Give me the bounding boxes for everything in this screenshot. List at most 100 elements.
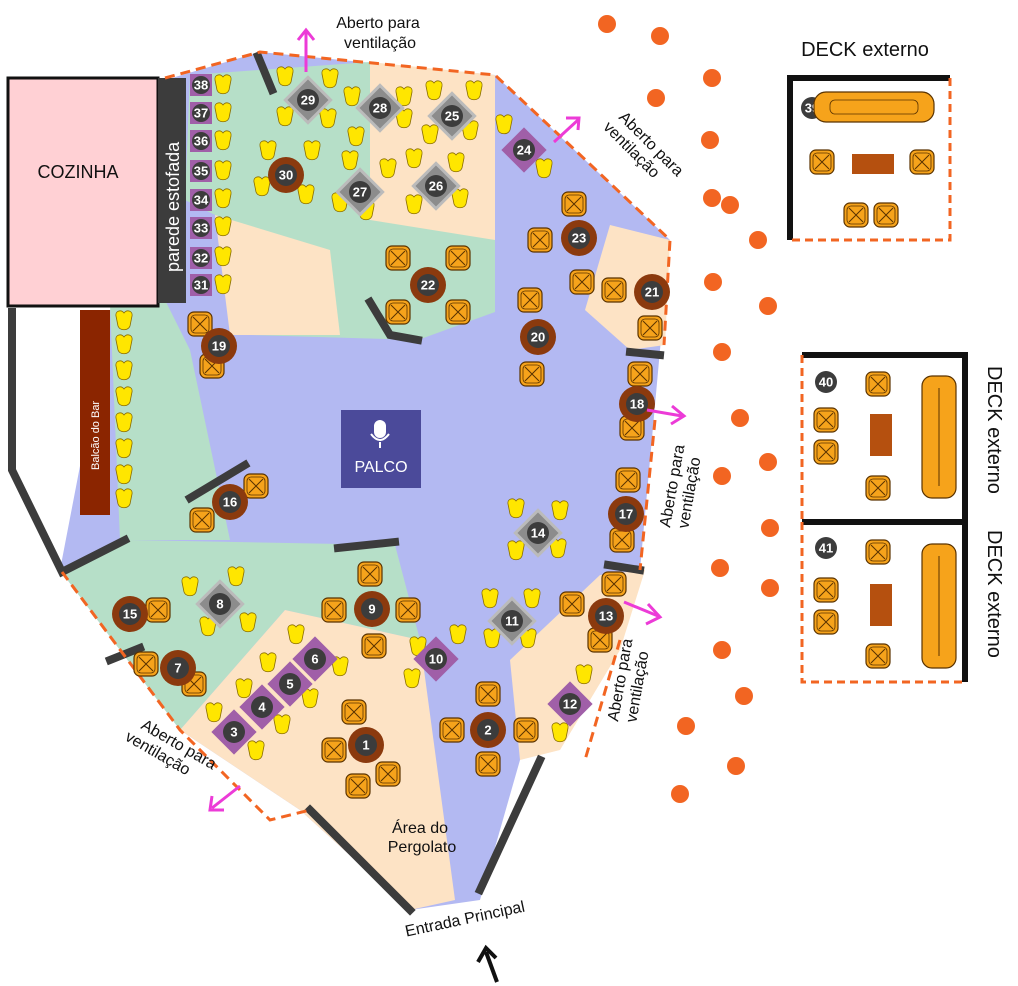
table-40[interactable]: 40	[815, 371, 837, 393]
deck-right-1	[800, 352, 968, 520]
top-mid-peach	[215, 215, 340, 335]
table-27[interactable]: 27	[335, 167, 385, 217]
bar-counter	[80, 310, 110, 515]
table-number: 20	[531, 330, 545, 345]
vent-label-right-1: Aberto para ventilação	[657, 443, 704, 530]
table-25[interactable]: 25	[427, 91, 477, 141]
table-20[interactable]: 20	[520, 319, 556, 355]
vent-label-top-right: Aberto para ventilação	[600, 109, 687, 182]
svg-text:DECK externo: DECK externo	[983, 530, 1005, 658]
microphone-icon	[370, 420, 390, 448]
table-number: 29	[301, 93, 315, 108]
table-number: 31	[194, 278, 208, 293]
table-21[interactable]: 21	[634, 274, 670, 310]
table-36[interactable]: 36	[190, 130, 212, 152]
svg-text:ventilação: ventilação	[344, 35, 416, 52]
table-34[interactable]: 34	[190, 189, 212, 211]
padded-wall-label: parede estofada	[163, 141, 183, 272]
table-number: 41	[819, 541, 833, 556]
dashed-boundary	[60, 50, 672, 822]
table-number: 2	[484, 723, 491, 738]
table-17[interactable]: 17	[608, 496, 644, 532]
kitchen	[6, 76, 160, 308]
table-24[interactable]: 24	[501, 127, 547, 173]
table-26[interactable]: 26	[411, 161, 461, 211]
table-32[interactable]: 32	[190, 247, 212, 269]
table-7[interactable]: 7	[160, 650, 196, 686]
table-number: 7	[174, 661, 181, 676]
left-lounge	[110, 300, 230, 540]
table-number: 37	[194, 106, 208, 121]
table-number: 38	[194, 78, 208, 93]
table-41[interactable]: 41	[815, 537, 837, 559]
table-number: 6	[311, 652, 318, 667]
deck-right-2-label: DECK externo	[983, 530, 1005, 658]
table-number: 21	[645, 285, 659, 300]
table-number: 4	[258, 700, 266, 715]
table-23[interactable]: 23	[561, 220, 597, 256]
table-1[interactable]: 1	[348, 727, 384, 763]
table-19[interactable]: 19	[201, 328, 237, 364]
table-number: 14	[531, 526, 546, 541]
table-12[interactable]: 12	[547, 681, 593, 727]
table-number: 22	[421, 278, 435, 293]
table-2[interactable]: 2	[470, 712, 506, 748]
table-number: 24	[517, 143, 532, 158]
table-16[interactable]: 16	[212, 484, 248, 520]
table-number: 19	[212, 339, 226, 354]
table-number: 30	[279, 168, 293, 183]
table-15[interactable]: 15	[112, 596, 148, 632]
table-38[interactable]: 38	[190, 74, 212, 96]
pergolato-label-1: Área do	[392, 818, 448, 837]
table-number: 16	[223, 495, 237, 510]
padded-wall	[158, 78, 186, 303]
bar-counter-label: Balcão do Bar	[90, 401, 102, 470]
table-number: 33	[194, 221, 208, 236]
table-number: 17	[619, 507, 633, 522]
table-number: 8	[216, 597, 223, 612]
table-33[interactable]: 33	[190, 217, 212, 239]
table-number: 28	[373, 101, 387, 116]
table-8[interactable]: 8	[195, 579, 245, 629]
table-37[interactable]: 37	[190, 102, 212, 124]
table-number: 36	[194, 134, 208, 149]
ventilation-arrows	[208, 27, 687, 812]
table-number: 40	[819, 375, 833, 390]
table-number: 13	[599, 609, 613, 624]
table-number: 3	[230, 725, 237, 740]
table-number: 32	[194, 251, 208, 266]
table-18[interactable]: 18	[619, 386, 655, 422]
stage-label: PALCO	[354, 459, 407, 476]
table-number: 34	[194, 193, 209, 208]
pergolato-label-2: Pergolato	[388, 839, 457, 856]
table-29[interactable]: 29	[283, 75, 333, 125]
table-number: 9	[368, 602, 375, 617]
table-11[interactable]: 11	[487, 596, 537, 646]
table-number: 5	[286, 677, 293, 692]
deck-right-1-label: DECK externo	[983, 366, 1005, 494]
table-22[interactable]: 22	[410, 267, 446, 303]
table-13[interactable]: 13	[588, 598, 624, 634]
table-number: 15	[123, 607, 137, 622]
table-number: 26	[429, 179, 443, 194]
table-30[interactable]: 30	[268, 157, 304, 193]
table-number: 10	[429, 652, 443, 667]
table-number: 25	[445, 109, 459, 124]
table-14[interactable]: 14	[513, 508, 563, 558]
table-number: 27	[353, 185, 367, 200]
kitchen-label: COZINHA	[38, 162, 119, 182]
table-number: 12	[563, 697, 577, 712]
table-28[interactable]: 28	[355, 83, 405, 133]
table-9[interactable]: 9	[354, 591, 390, 627]
vent-label-top: Aberto para ventilação	[336, 15, 420, 52]
table-3[interactable]: 3	[211, 709, 257, 755]
deck-top	[787, 75, 952, 242]
svg-text:Aberto para: Aberto para	[336, 15, 420, 32]
deck-right-2	[800, 519, 968, 684]
table-35[interactable]: 35	[190, 160, 212, 182]
table-31[interactable]: 31	[190, 274, 212, 296]
entrance-arrow-icon	[476, 944, 499, 983]
svg-text:DECK externo: DECK externo	[983, 366, 1005, 494]
